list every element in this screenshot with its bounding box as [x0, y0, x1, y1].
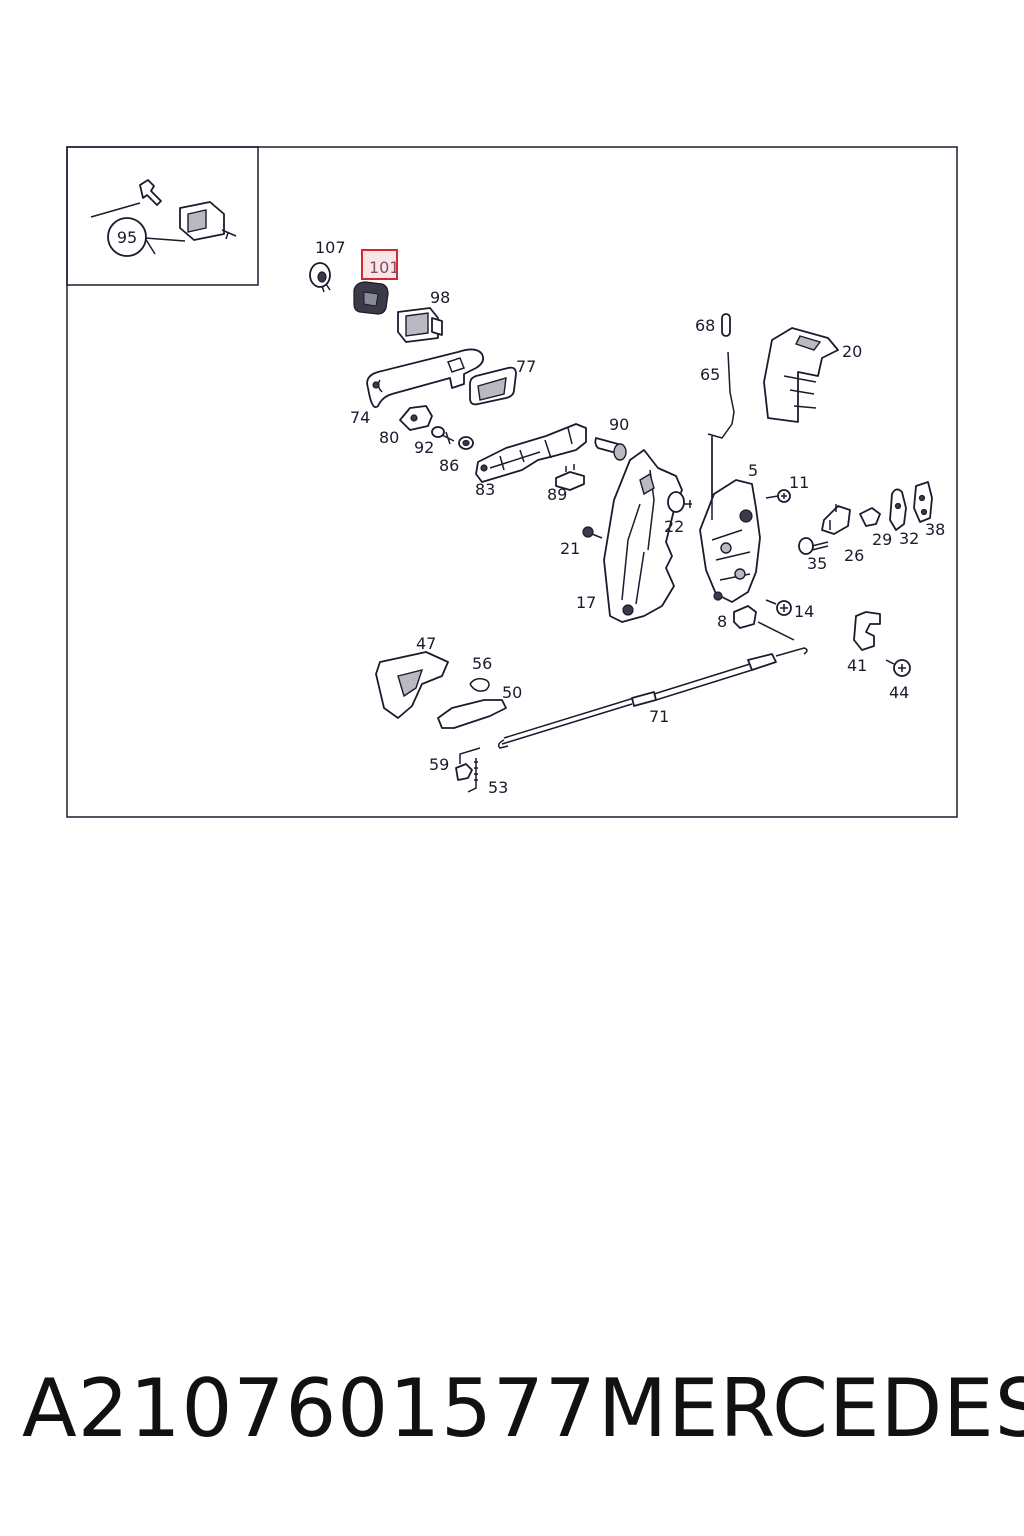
- part-11-screw[interactable]: [765, 489, 791, 503]
- callout-32[interactable]: 32: [899, 529, 919, 548]
- part-20-cover[interactable]: [763, 327, 839, 423]
- part-68-clip[interactable]: [721, 313, 731, 337]
- callout-47[interactable]: 47: [416, 634, 436, 653]
- callout-20[interactable]: 20: [842, 342, 862, 361]
- callout-41[interactable]: 41: [847, 656, 867, 675]
- callout-65[interactable]: 65: [700, 365, 720, 384]
- inset-frame: [66, 146, 259, 286]
- part-56-circlip[interactable]: [469, 677, 490, 692]
- callout-71[interactable]: 71: [649, 707, 669, 726]
- callout-92[interactable]: 92: [414, 438, 434, 457]
- callout-21[interactable]: 21: [560, 539, 580, 558]
- callout-98[interactable]: 98: [430, 288, 450, 307]
- part-101-highlight-box: [361, 249, 398, 280]
- part-59-clip[interactable]: [455, 747, 481, 781]
- part-98-lock-housing[interactable]: [397, 307, 443, 343]
- part-95-key-lock-set[interactable]: [90, 179, 237, 257]
- part-107-cap[interactable]: [309, 262, 331, 293]
- callout-74[interactable]: 74: [350, 408, 370, 427]
- brand-name: MERCEDES: [598, 1362, 1024, 1455]
- callout-53[interactable]: 53: [488, 778, 508, 797]
- part-101-lock-cover[interactable]: [353, 281, 389, 315]
- part-number: A2107601577: [22, 1362, 597, 1455]
- callout-44[interactable]: 44: [889, 683, 909, 702]
- part-44-screw[interactable]: [885, 659, 911, 677]
- callout-95[interactable]: 95: [117, 228, 137, 247]
- part-50-inner-lever[interactable]: [437, 699, 507, 729]
- part-22-pin[interactable]: [667, 491, 692, 513]
- callout-38[interactable]: 38: [925, 520, 945, 539]
- part-53-spring-rod[interactable]: [467, 758, 478, 793]
- part-21-screw[interactable]: [582, 526, 603, 539]
- callout-14[interactable]: 14: [794, 602, 814, 621]
- callout-8[interactable]: 8: [717, 612, 727, 631]
- part-77-bezel[interactable]: [469, 366, 517, 406]
- part-14-screw[interactable]: [765, 599, 792, 616]
- part-90-bolt[interactable]: [594, 437, 627, 461]
- diagram-frame: [66, 146, 958, 818]
- part-71-bowden-cable[interactable]: [497, 647, 808, 749]
- callout-90[interactable]: 90: [609, 415, 629, 434]
- callout-5[interactable]: 5: [748, 461, 758, 480]
- part-26-bracket[interactable]: [821, 504, 851, 535]
- part-38-plate[interactable]: [913, 481, 933, 523]
- parts-diagram: 95 107 101 98 77 74 80 92 86 83 89 90 68…: [66, 146, 958, 818]
- callout-68[interactable]: 68: [695, 316, 715, 335]
- part-80-clip[interactable]: [399, 405, 433, 431]
- callout-17[interactable]: 17: [576, 593, 596, 612]
- callout-83[interactable]: 83: [475, 480, 495, 499]
- part-32-plate[interactable]: [889, 488, 907, 531]
- part-83-handle-carrier[interactable]: [475, 423, 587, 483]
- callout-101[interactable]: 101: [369, 258, 400, 277]
- part-5-door-lock[interactable]: [699, 479, 761, 603]
- callout-89[interactable]: 89: [547, 485, 567, 504]
- callout-95-circle: [107, 217, 147, 257]
- part-89-bracket[interactable]: [555, 464, 585, 491]
- part-86-washer[interactable]: [458, 436, 474, 450]
- callout-26[interactable]: 26: [844, 546, 864, 565]
- callout-56[interactable]: 56: [472, 654, 492, 673]
- callout-59[interactable]: 59: [429, 755, 449, 774]
- part-29-clip[interactable]: [859, 507, 881, 527]
- part-8-clip[interactable]: [733, 605, 757, 629]
- part-92-screw[interactable]: [431, 426, 455, 445]
- callout-107[interactable]: 107: [315, 238, 346, 257]
- part-47-inner-handle-housing[interactable]: [375, 651, 449, 719]
- callout-86[interactable]: 86: [439, 456, 459, 475]
- part-35-screw[interactable]: [798, 537, 829, 555]
- callout-11[interactable]: 11: [789, 473, 809, 492]
- callout-50[interactable]: 50: [502, 683, 522, 702]
- callout-77[interactable]: 77: [516, 357, 536, 376]
- callout-labels: 95 107 101 98 77 74 80 92 86 83 89 90 68…: [117, 228, 946, 797]
- part-17-door-panel[interactable]: [603, 449, 683, 623]
- callout-80[interactable]: 80: [379, 428, 399, 447]
- callout-29[interactable]: 29: [872, 530, 892, 549]
- callout-35[interactable]: 35: [807, 554, 827, 573]
- part-41-striker[interactable]: [853, 611, 881, 651]
- leader-lines: [711, 438, 795, 641]
- part-74-outer-handle[interactable]: [366, 348, 485, 409]
- callout-22[interactable]: 22: [664, 517, 684, 536]
